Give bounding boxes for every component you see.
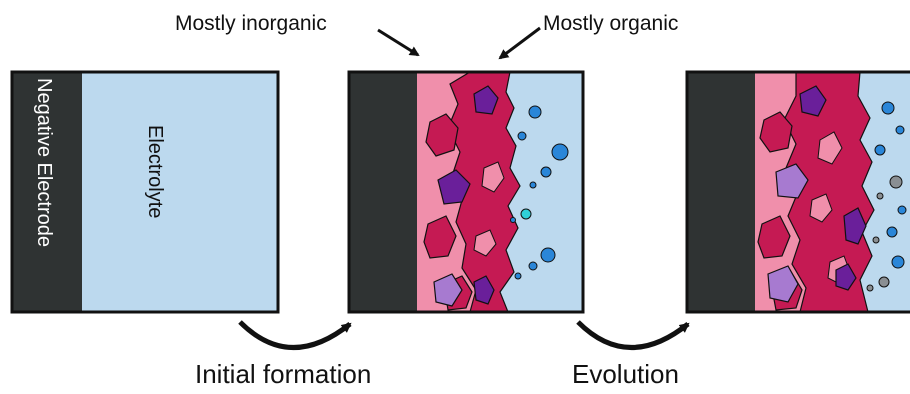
blue-bubble	[892, 256, 904, 268]
blue-bubble	[552, 144, 568, 160]
blue-bubble	[898, 206, 906, 214]
mostly-inorganic-pointer	[378, 30, 418, 55]
blue-bubble	[896, 126, 904, 134]
blue-bubble	[515, 273, 521, 279]
electrode-region	[349, 72, 417, 312]
blue-bubble	[529, 106, 541, 118]
blue-bubble	[541, 167, 551, 177]
gray-bubble	[890, 176, 902, 188]
blue-bubble	[530, 182, 536, 188]
mostly-inorganic-label: Mostly inorganic	[175, 12, 327, 35]
evolution-label: Evolution	[572, 359, 679, 389]
gray-bubble	[877, 193, 883, 199]
negative-electrode-label: Negative Electrode	[33, 78, 55, 247]
evolution-arrow	[578, 322, 688, 348]
gray-bubble	[873, 237, 879, 243]
blue-bubble	[541, 248, 555, 262]
cyan-bubble	[521, 209, 531, 219]
electrode-region	[687, 72, 755, 312]
electrolyte-region	[82, 72, 278, 312]
gray-bubble	[879, 277, 889, 287]
mostly-organic-pointer	[500, 28, 540, 58]
panel-formed	[349, 72, 583, 312]
mostly-organic-label: Mostly organic	[543, 12, 678, 35]
gray-bubble	[867, 285, 873, 291]
blue-bubble	[529, 262, 537, 270]
blue-bubble	[511, 218, 516, 223]
blue-bubble	[882, 102, 894, 114]
panel-evolved	[687, 72, 910, 312]
electrolyte-label: Electrolyte	[144, 125, 166, 218]
blue-bubble	[518, 132, 526, 140]
initial-formation-arrow	[240, 322, 350, 348]
blue-bubble	[875, 145, 885, 155]
blue-bubble	[887, 227, 897, 237]
initial-formation-label: Initial formation	[195, 359, 371, 389]
panel-initial: Negative Electrode Electrolyte	[12, 72, 278, 312]
